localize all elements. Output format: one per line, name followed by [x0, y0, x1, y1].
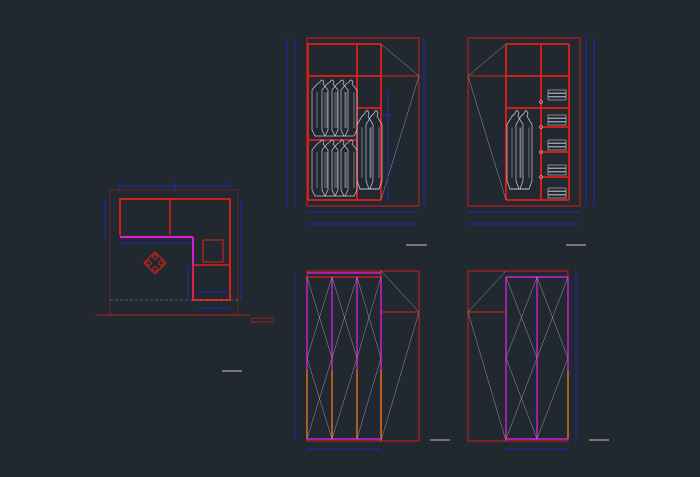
hanging-garment-icon	[506, 110, 533, 190]
plan-view	[95, 182, 275, 372]
hanging-garment-icon	[311, 79, 383, 197]
door-elevation-right	[467, 270, 609, 450]
diamond-ornament-icon	[143, 251, 167, 275]
interior-elevation-left	[286, 37, 427, 246]
interior-elevation-right	[467, 37, 595, 246]
folded-clothes-icon	[547, 89, 567, 199]
door-elevation-left	[294, 270, 450, 450]
